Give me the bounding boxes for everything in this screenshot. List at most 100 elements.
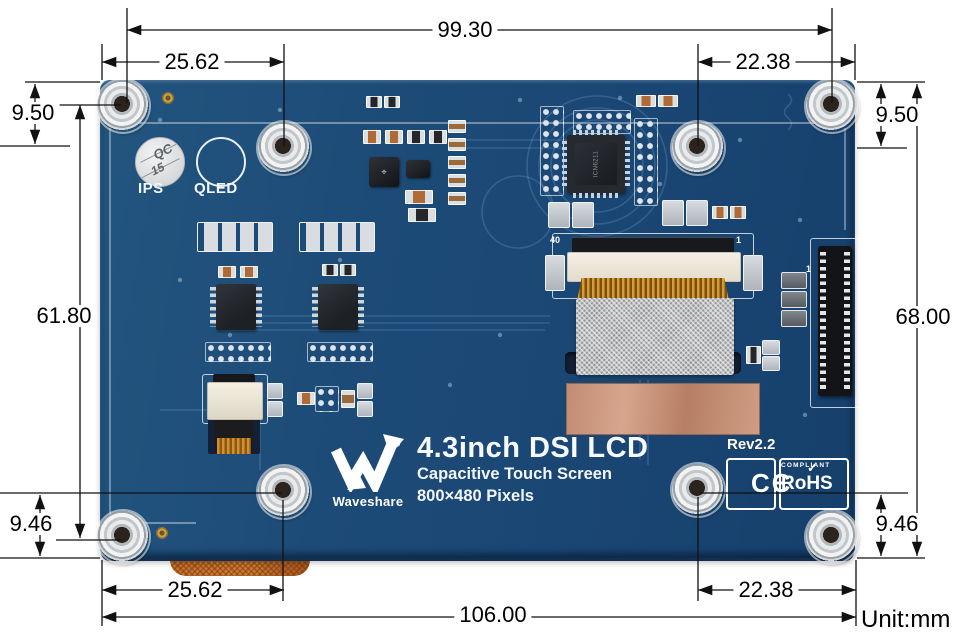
test-pad: [781, 310, 807, 327]
smd-resistor: [448, 138, 466, 151]
smd-capacitor: [366, 96, 382, 108]
rohs-compliant-text: COMPLIANT: [781, 462, 831, 469]
dim-top-left: 25.62: [159, 51, 225, 73]
connector-anchor-pad: [545, 255, 565, 291]
smd-capacitor: [686, 200, 708, 226]
smd-resistor: [341, 390, 355, 408]
soic-chip: [312, 284, 364, 330]
solder-pads: [315, 386, 339, 412]
dim-right-mid: 68.00: [890, 306, 956, 328]
pcb-traces: [108, 93, 848, 524]
solder-pad: [267, 383, 283, 399]
standoff-inner-top-left: [258, 122, 310, 174]
smd-capacitor: [572, 202, 594, 228]
dim-left-bottom: 9.46: [4, 513, 58, 535]
solder-pad: [267, 401, 283, 417]
ce-badge: CЄ: [726, 458, 790, 510]
gold-via: [161, 91, 175, 105]
touch-connector-body: [207, 382, 263, 420]
smd-resistor: [405, 190, 433, 204]
smd-resistor: [218, 266, 236, 278]
qc-pass-sticker: QC 15: [135, 137, 185, 187]
soic-chip: [210, 284, 262, 330]
header-pad-column: [634, 118, 658, 206]
solder-pads: [205, 342, 271, 362]
smd-resistor: [730, 206, 746, 219]
standoff-top-left: [97, 80, 149, 132]
mipi-bridge-chip: ICN6211: [562, 130, 630, 198]
standoff-top-right: [806, 80, 858, 132]
testpad-pin1-label: 1: [806, 264, 812, 274]
standoff-inner-top-right: [672, 122, 724, 174]
product-title: 4.3inch DSI LCD: [417, 432, 649, 464]
dim-right-top: 9.50: [870, 104, 924, 126]
touch-flex-contacts: [217, 438, 251, 454]
resistor-array: [299, 222, 375, 252]
ffc-connector-body: [567, 252, 741, 282]
shielded-flat-cable: [576, 298, 734, 375]
dim-top-right: 22.38: [730, 51, 796, 73]
dim-left-mid: 61.80: [31, 305, 97, 327]
ips-label: IPS: [138, 180, 164, 197]
dim-top-width: 99.30: [432, 19, 498, 41]
smd-capacitor: [548, 202, 570, 228]
smd-resistor: [448, 120, 466, 133]
registered-mark: ®: [391, 435, 401, 450]
product-resolution: 800×480 Pixels: [417, 487, 534, 505]
smd-capacitor: [384, 96, 400, 108]
smd-resistor: [448, 192, 466, 205]
unit-label: Unit:mm: [861, 606, 951, 633]
dim-right-bottom: 9.46: [870, 513, 924, 535]
test-pad: [781, 291, 807, 308]
dsi-silkscreen-outline: [810, 238, 862, 408]
smd-capacitor: [340, 264, 356, 276]
qc-sticker-number: 15: [148, 159, 167, 179]
smd-resistor: [712, 206, 728, 219]
smd-resistor: [448, 156, 466, 169]
ffc-cable-pins: [577, 278, 729, 301]
solder-pad: [357, 383, 373, 399]
smd-resistor: [240, 266, 258, 278]
dsi-connector: [818, 246, 852, 396]
chip-pins: [562, 141, 567, 187]
header-pad-column: [540, 106, 564, 196]
ffc-connector-latch: [572, 237, 734, 255]
copper-foil-pad: [566, 383, 760, 435]
smd-resistor: [658, 95, 678, 107]
smd-capacitor: [762, 356, 780, 371]
power-inductor: ⌖: [369, 157, 399, 187]
connector-anchor-pad: [743, 255, 763, 291]
smd-capacitor: [662, 200, 684, 226]
smd-capacitor: [746, 346, 761, 364]
smd-capacitor: [429, 130, 447, 144]
revision-label: Rev2.2: [727, 436, 776, 453]
rohs-check-icon: ✓: [807, 460, 818, 475]
qled-circle-mark: [196, 137, 246, 187]
dim-bottom-width: 106.00: [454, 604, 532, 626]
qc-sticker-text: QC: [150, 140, 175, 163]
chip-pins: [573, 130, 619, 135]
smd-resistor: [297, 392, 315, 405]
smd-resistor: [448, 174, 466, 187]
smd-capacitor: [407, 130, 425, 144]
rohs-badge: ✓ RoHS COMPLIANT: [779, 458, 849, 510]
dim-bottom-left: 25.62: [162, 579, 228, 601]
chip-pins: [625, 141, 630, 187]
smd-resistor: [385, 130, 403, 144]
standoff-inner-bottom-left: [258, 466, 310, 518]
resistor-array: [197, 222, 273, 252]
sot23-ic: [406, 160, 430, 178]
waveshare-logo-icon: [331, 434, 404, 492]
ffc-pin1-label: 1: [736, 235, 742, 245]
standoff-bottom-left: [97, 511, 149, 563]
rohs-mark-text: RoHS: [781, 473, 833, 494]
test-pad: [781, 272, 807, 289]
smd-resistor: [636, 95, 656, 107]
standoff-inner-bottom-right: [672, 464, 724, 516]
smd-capacitor: [322, 264, 338, 276]
standoff-bottom-right: [806, 511, 858, 563]
dim-bottom-right: 22.38: [733, 579, 799, 601]
smd-resistor: [363, 130, 381, 144]
smd-capacitor: [762, 340, 780, 355]
